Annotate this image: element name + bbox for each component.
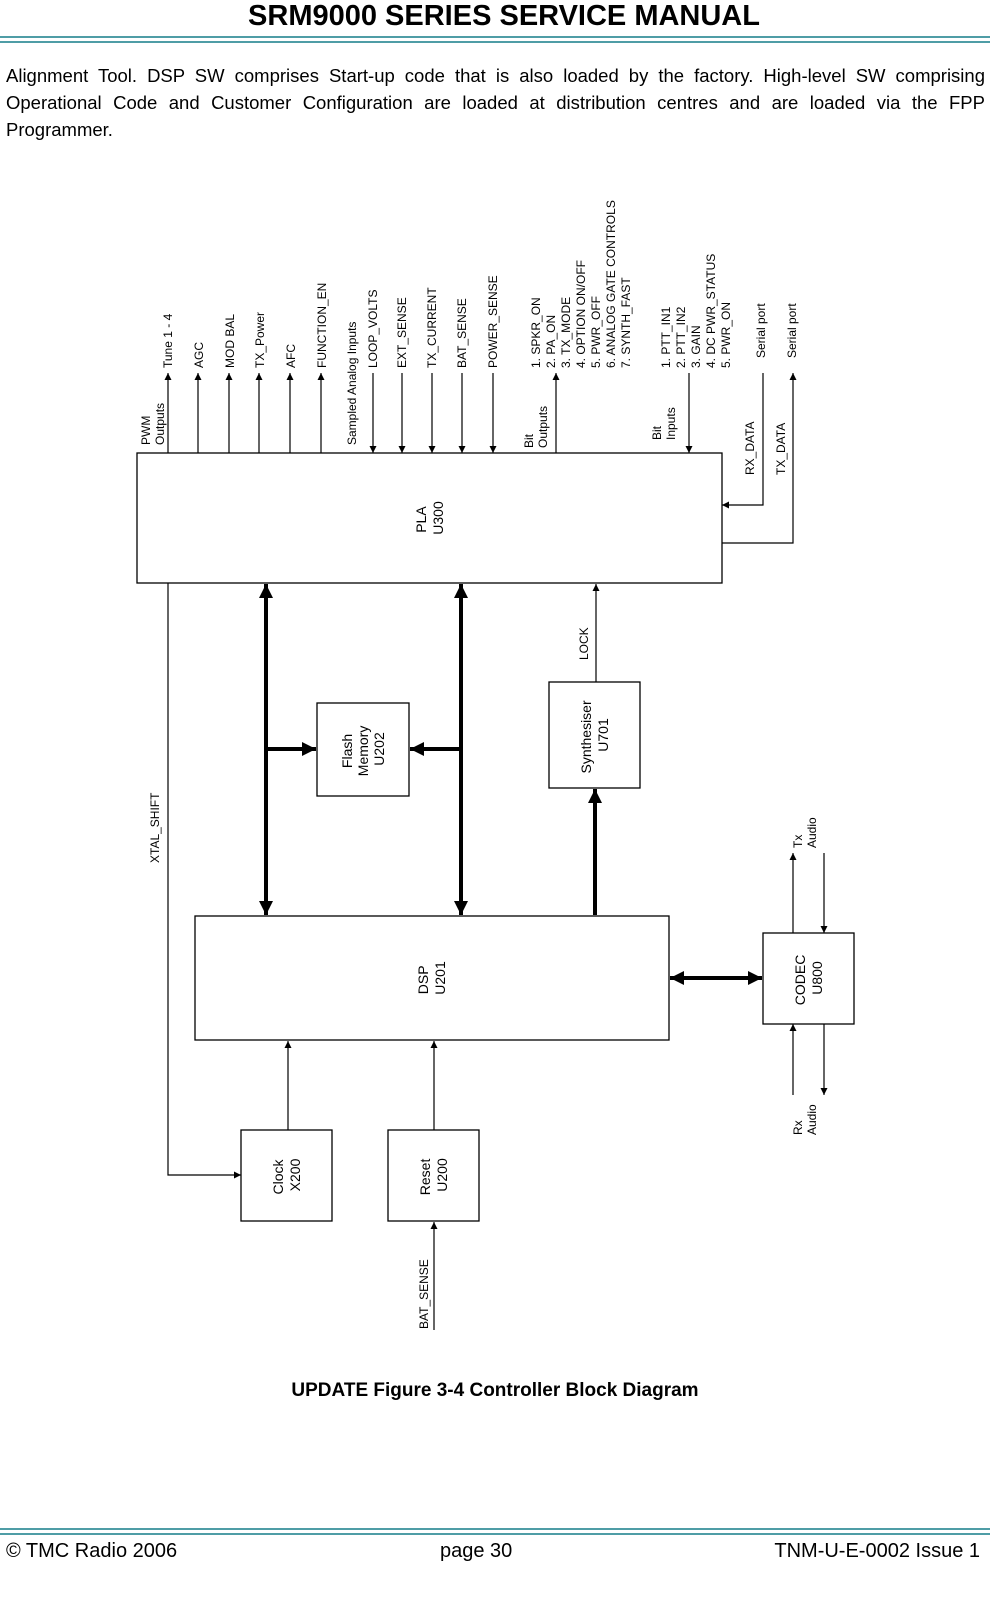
analog-label-tx-current: TX_CURRENT xyxy=(425,287,439,368)
bit-input-3: 3. GAIN xyxy=(689,325,703,368)
synthesiser-label: Synthesiser U701 xyxy=(578,696,611,773)
bit-input-4: 4. DC PWR_STATUS xyxy=(704,254,718,368)
bit-output-5: 5. PWR_OFF xyxy=(589,296,603,368)
bit-output-3: 3. TX_MODE xyxy=(559,297,573,368)
bit-outputs-items: 1. SPKR_ON 2. PA_ON 3. TX_MODE 4. OPTION… xyxy=(529,200,633,368)
footer-rule-secondary xyxy=(0,1533,990,1535)
serial-port-label-2: Serial port xyxy=(785,303,799,358)
bat-sense-label: BAT_SENSE xyxy=(417,1259,431,1329)
pla-label: PLA U300 xyxy=(413,501,446,535)
serial-port-label-1: Serial port xyxy=(754,303,768,358)
pla-block xyxy=(136,452,723,584)
pwm-label-afc: AFC xyxy=(284,344,298,368)
reset-block xyxy=(387,1129,480,1222)
reset-label: Reset U200 xyxy=(417,1155,450,1195)
bit-inputs-items: 1. PTT_IN1 2. PTT_IN2 3. GAIN 4. DC PWR_… xyxy=(659,254,733,368)
rx-audio-label: Rx Audio xyxy=(791,1104,819,1135)
footer-copyright: © TMC Radio 2006 xyxy=(6,1540,178,1562)
header-rule xyxy=(0,36,990,38)
bit-outputs-label: Bit Outputs xyxy=(522,406,550,448)
codec-label: CODEC U800 xyxy=(792,951,825,1005)
bit-output-6: 6. ANALOG GATE CONTROLS xyxy=(604,200,618,368)
pwm-label-tune: Tune 1 - 4 xyxy=(161,313,175,368)
analog-label-power-sense: POWER_SENSE xyxy=(486,275,500,368)
pwm-label-agc: AGC xyxy=(192,342,206,368)
tx-data-label: TX_DATA xyxy=(774,423,788,475)
page-title: SRM9000 SERIES SERVICE MANUAL xyxy=(248,0,760,32)
analog-label-loop-volts: LOOP_VOLTS xyxy=(366,290,380,368)
bit-output-7: 7. SYNTH_FAST xyxy=(619,277,633,368)
figure-caption: UPDATE Figure 3-4 Controller Block Diagr… xyxy=(291,1380,699,1401)
clock-block xyxy=(240,1129,333,1222)
bit-output-4: 4. OPTION ON/OFF xyxy=(574,260,588,368)
analog-label-ext-sense: EXT_SENSE xyxy=(395,297,409,368)
flash-memory-label: Flash Memory U202 xyxy=(339,722,387,776)
pwm-outputs-label: PWM Outputs xyxy=(139,403,167,445)
bit-input-2: 2. PTT_IN2 xyxy=(674,306,688,368)
tx-data-line xyxy=(722,373,797,544)
xtal-shift-label: XTAL_SHIFT xyxy=(148,792,162,863)
pwm-label-function-en: FUNCTION_EN xyxy=(315,283,329,368)
rx-data-line xyxy=(722,373,764,509)
footer-page-number: page 30 xyxy=(440,1540,513,1562)
footer-rule xyxy=(0,1528,990,1530)
bit-inputs-label: Bit Inputs xyxy=(650,407,678,440)
clock-label: Clock X200 xyxy=(270,1156,303,1195)
xtal-shift-line xyxy=(167,583,241,1179)
flash-memory-block xyxy=(316,702,410,797)
header-rule-secondary xyxy=(0,41,990,43)
sampled-analog-inputs-label: Sampled Analog Inputs xyxy=(345,322,359,445)
lock-label: LOCK xyxy=(577,627,591,660)
dsp-block xyxy=(194,915,670,1041)
codec-block xyxy=(762,932,855,1025)
bit-input-1: 1. PTT_IN1 xyxy=(659,306,673,368)
pwm-label-modbal: MOD BAL xyxy=(223,314,237,368)
footer-doc-id: TNM-U-E-0002 Issue 1 xyxy=(774,1540,980,1562)
synthesiser-block xyxy=(548,681,641,789)
pwm-label-txpower: TX_Power xyxy=(253,312,267,368)
dsp-label: DSP U201 xyxy=(415,961,448,995)
analog-label-bat-sense: BAT_SENSE xyxy=(455,298,469,368)
rx-data-label: RX_DATA xyxy=(743,421,757,475)
bit-output-1: 1. SPKR_ON xyxy=(529,297,543,368)
tx-audio-label: Tx Audio xyxy=(791,817,819,848)
bit-output-2: 2. PA_ON xyxy=(544,315,558,368)
intro-paragraph: Alignment Tool. DSP SW comprises Start-u… xyxy=(6,65,985,140)
bit-input-5: 5. PWR_ON xyxy=(719,302,733,368)
